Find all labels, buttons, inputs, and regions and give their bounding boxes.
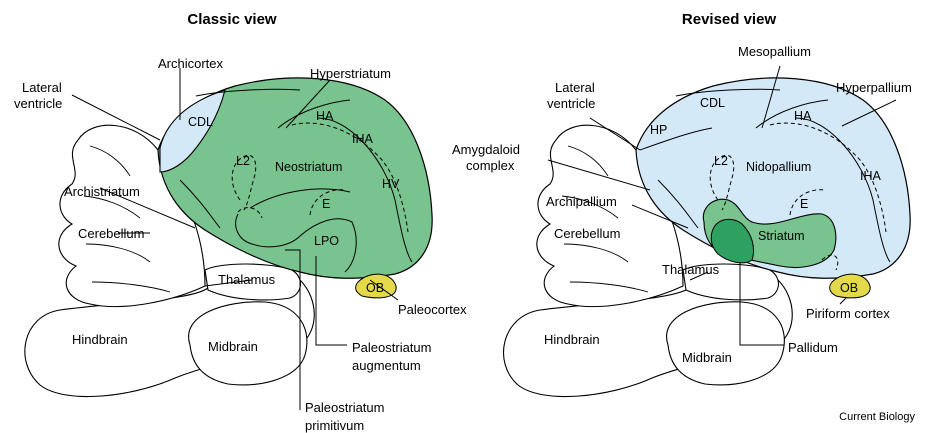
revised-ha-label: HA	[794, 109, 812, 123]
revised-lateral-ventricle-label-2: ventricle	[547, 96, 595, 111]
revised-cdl-label: CDL	[700, 96, 725, 110]
classic-l2-label: L2	[236, 154, 250, 168]
classic-ha-label: HA	[316, 109, 334, 123]
classic-hyperstriatum-label: Hyperstriatum	[310, 66, 391, 81]
revised-ob-label: OB	[840, 281, 858, 295]
classic-cdl-label: CDL	[188, 115, 213, 129]
classic-iha-label: IHA	[352, 132, 374, 146]
classic-neostriatum-label: Neostriatum	[275, 160, 342, 174]
revised-mesopallium-label: Mesopallium	[738, 44, 811, 59]
revised-hyperpallium-label: Hyperpallium	[836, 80, 912, 95]
classic-hv-label: HV	[382, 177, 400, 191]
revised-midbrain-label: Midbrain	[682, 350, 732, 365]
revised-amygdaloid-label-1: Amygdaloid	[452, 142, 520, 157]
revised-striatum-label: Striatum	[758, 229, 805, 243]
classic-cerebellum-label: Cerebellum	[78, 226, 144, 241]
revised-amygdaloid-label-2: complex	[466, 158, 515, 173]
revised-iha-label: IHA	[860, 169, 882, 183]
classic-hindbrain-label: Hindbrain	[72, 332, 128, 347]
classic-e-label: E	[322, 197, 330, 211]
revised-piriform-cortex-label: Piriform cortex	[806, 306, 890, 321]
credit-label: Current Biology	[839, 411, 915, 423]
classic-paleostriatum-augmentum-label-1: Paleostriatum	[352, 340, 431, 355]
revised-l2-label: L2	[714, 154, 728, 168]
classic-view-title: Classic view	[187, 11, 277, 28]
classic-paleostriatum-augmentum-label-2: augmentum	[352, 358, 421, 373]
revised-midbrain-outline	[667, 302, 785, 385]
revised-view-title: Revised view	[682, 11, 777, 28]
revised-archipallium-label: Archipallium	[546, 194, 617, 209]
classic-paleostriatum-primitivum-label-1: Paleostriatum	[305, 400, 384, 415]
classic-paleocortex-label: Paleocortex	[398, 302, 467, 317]
classic-lateral-ventricle-label-1: Lateral	[22, 80, 62, 95]
revised-hp-label: HP	[650, 123, 667, 137]
classic-view-panel: Classic view CDL HA IHA Neostriatum L2 H…	[14, 11, 467, 433]
classic-lateral-ventricle-label-2: ventricle	[14, 96, 62, 111]
classic-lpo-label: LPO	[314, 234, 339, 248]
revised-pallidum-label: Pallidum	[788, 340, 838, 355]
revised-e-label: E	[800, 197, 808, 211]
classic-archistriatum-label: Archistriatum	[64, 184, 140, 199]
classic-archicortex-label: Archicortex	[158, 56, 224, 71]
revised-thalamus-label: Thalamus	[662, 262, 720, 277]
classic-paleostriatum-primitivum-label-2: primitivum	[305, 418, 364, 433]
classic-thalamus-label: Thalamus	[218, 272, 276, 287]
revised-hindbrain-label: Hindbrain	[544, 332, 600, 347]
revised-cerebellum-label: Cerebellum	[554, 226, 620, 241]
revised-nidopallium-label: Nidopallium	[746, 160, 811, 174]
revised-view-panel: Revised view CDL HA HP Nidopallium L2 IH…	[452, 11, 912, 397]
classic-midbrain-label: Midbrain	[208, 339, 258, 354]
revised-lateral-ventricle-label-1: Lateral	[555, 80, 595, 95]
